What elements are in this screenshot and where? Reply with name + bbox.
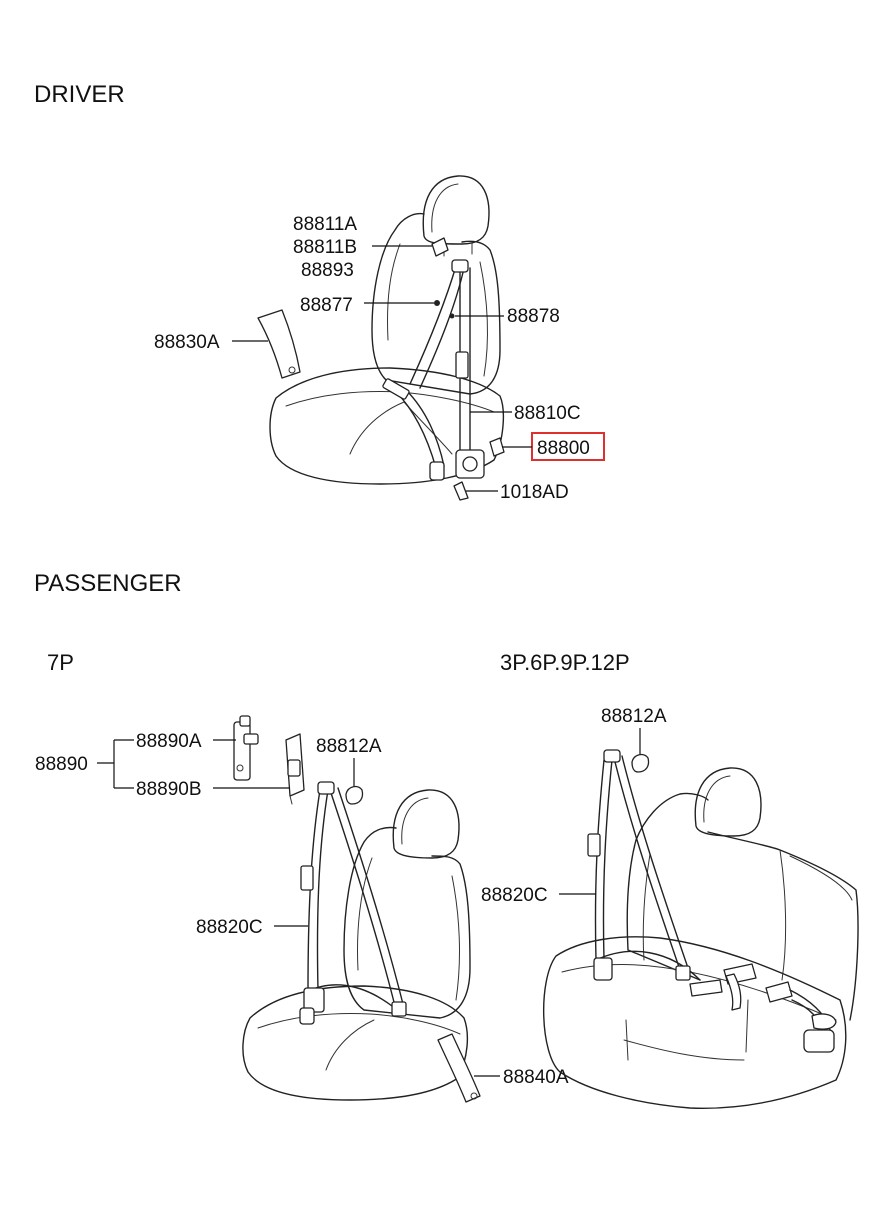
label-88830a: 88830A [154,332,220,353]
label-88890a: 88890A [136,731,202,752]
bolt-1018ad [453,481,469,501]
cover-88800 [489,437,505,457]
height-adjuster-88890a [233,715,259,781]
driver-heading: DRIVER [34,81,125,108]
label-88820c-left: 88820C [196,917,263,938]
nut-88878 [449,313,455,319]
label-88811a: 88811A [293,214,357,235]
label-88877: 88877 [300,295,353,316]
buckle-88840a [437,1033,481,1103]
variant-multi-heading: 3P.6P.9P.12P [500,650,630,675]
label-88893: 88893 [301,260,354,281]
label-88811b: 88811B [293,237,357,258]
height-adjuster-88890b [285,733,305,805]
label-88800[interactable]: 88800 [537,438,590,459]
cover-88812a-right [631,753,650,773]
anchor-cover-88811 [431,237,449,257]
bolt-88877 [434,300,440,306]
label-88890: 88890 [35,754,88,775]
label-88878: 88878 [507,306,560,327]
passenger-bench-seat-illustration [543,749,859,1109]
buckle-88830a [257,309,301,379]
label-88890b: 88890B [136,779,202,800]
label-1018ad: 1018AD [500,482,569,503]
leader-88890-bracket [97,739,134,789]
passenger-7p-seat-illustration [242,781,471,1101]
label-88820c-right: 88820C [481,885,548,906]
cover-88812a-left [345,785,364,805]
label-88812a-right: 88812A [601,706,667,727]
variant-7p-heading: 7P [47,650,74,675]
label-88840a: 88840A [503,1067,569,1088]
label-88810c: 88810C [514,403,581,424]
passenger-heading: PASSENGER [34,570,182,597]
driver-seat-illustration [269,175,505,485]
label-88812a-left: 88812A [316,736,382,757]
